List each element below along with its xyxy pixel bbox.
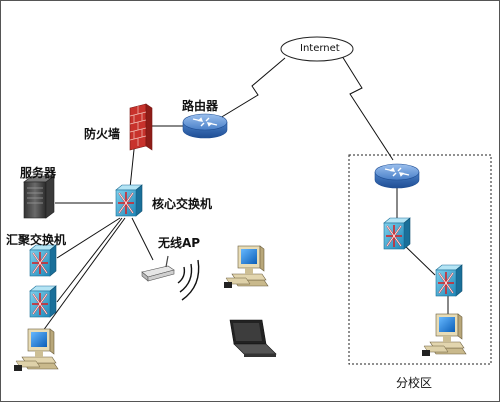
firewall-icon (129, 103, 153, 151)
branch-switch-1-icon (383, 217, 411, 250)
server-icon (23, 175, 55, 219)
core-switch-icon (115, 184, 143, 217)
core-switch-label: 核心交换机 (152, 197, 213, 211)
wan-link-branch (341, 55, 394, 161)
wireless-signal-icon (177, 259, 200, 301)
wireless-ap-label: 无线AP (158, 236, 201, 250)
link-branch-switch-switch2 (401, 242, 436, 276)
agg-switch-2-icon (29, 285, 57, 318)
server-label: 服务器 (20, 166, 57, 180)
wireless-ap-icon (141, 255, 175, 282)
router-label: 路由器 (182, 99, 219, 113)
link-core-ap (131, 217, 154, 261)
pc-icon-left (13, 328, 59, 372)
internet-cloud (280, 36, 354, 62)
laptop-icon (229, 319, 277, 357)
branch-campus-box (348, 154, 492, 365)
link-core-agg2 (56, 217, 123, 303)
branch-switch-2-icon (435, 264, 463, 297)
firewall-label: 防火墙 (84, 127, 121, 141)
pc-icon-branch (421, 313, 467, 357)
agg-switch-1-icon (29, 244, 57, 277)
router-icon (182, 113, 228, 139)
agg-switch-label: 汇聚交换机 (6, 233, 67, 247)
branch-campus-label: 分校区 (396, 376, 433, 390)
links (39, 55, 449, 336)
internet-label: Internet (300, 43, 340, 54)
pc-icon-wireless (223, 245, 269, 289)
branch-router-icon (374, 163, 420, 189)
link-core-pc (39, 217, 126, 336)
link-core-agg1 (56, 217, 121, 259)
wan-link-router (219, 57, 286, 119)
